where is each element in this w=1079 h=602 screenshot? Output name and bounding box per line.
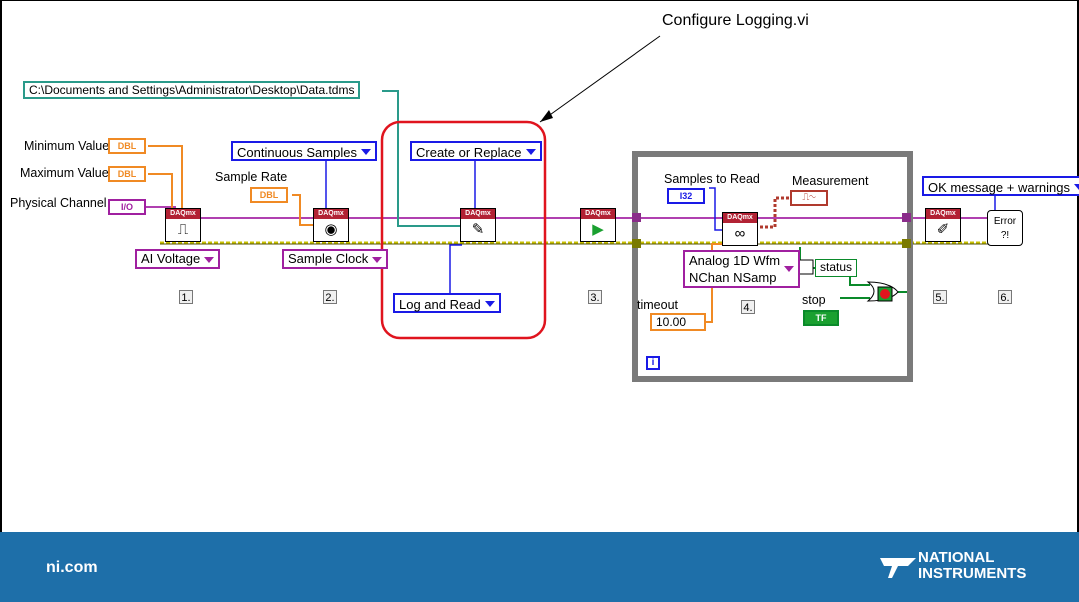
error-handler-icon[interactable]: Error?!	[987, 210, 1023, 246]
analog-wfm-line1: Analog 1D Wfm	[689, 253, 781, 268]
timeout-control[interactable]: 10.00	[650, 313, 706, 331]
physical-channel-control[interactable]: I/O	[108, 199, 146, 215]
samples-to-read-label: Samples to Read	[664, 172, 760, 186]
while-loop	[632, 151, 913, 382]
log-and-read-text: Log and Read	[399, 297, 481, 312]
step-label-1: 1.	[179, 290, 193, 304]
vi-header: DAQmx	[926, 209, 960, 219]
continuous-samples-ring[interactable]: Continuous Samples	[231, 141, 377, 161]
eagle-logo-icon	[880, 558, 916, 578]
samples-to-read-control[interactable]: I32	[667, 188, 705, 204]
max-value-label: Maximum Value	[20, 166, 109, 180]
create-channel-vi[interactable]: DAQmx ⎍	[165, 208, 201, 242]
dropdown-arrow-icon	[484, 301, 495, 307]
max-value-control[interactable]: DBL	[108, 166, 146, 182]
create-or-replace-ring[interactable]: Create or Replace	[410, 141, 542, 161]
eraser-icon: ✐	[936, 221, 950, 238]
sample-rate-wire	[292, 194, 315, 226]
samples-read-wire	[709, 187, 722, 231]
path-wire	[382, 90, 460, 227]
ai-voltage-selector[interactable]: AI Voltage	[135, 249, 221, 269]
annotation-arrow-line	[539, 35, 661, 123]
brand-logo: NATIONAL INSTRUMENTS	[918, 550, 1026, 582]
analog-wfm-line2: NChan NSamp	[689, 270, 777, 285]
max-value-wire	[148, 173, 173, 210]
loop-tunnel-task-out	[902, 213, 911, 222]
timing-vi[interactable]: DAQmx ◉	[313, 208, 349, 242]
vi-header: DAQmx	[723, 213, 757, 223]
loop-tunnel-error-in	[632, 239, 641, 248]
measurement-wire	[760, 196, 790, 229]
footer-bar: ni.com NATIONAL INSTRUMENTS	[0, 532, 1079, 602]
measurement-label: Measurement	[792, 174, 869, 188]
ai-voltage-text: AI Voltage	[141, 251, 201, 266]
continuous-samples-text: Continuous Samples	[237, 145, 357, 160]
vi-header: DAQmx	[166, 209, 200, 219]
file-path-text: C:\Documents and Settings\Administrator\…	[29, 83, 355, 97]
create-channel-icon: ⎍	[177, 221, 189, 238]
step-label-3: 3.	[588, 290, 602, 304]
min-value-control[interactable]: DBL	[108, 138, 146, 154]
stop-button-control[interactable]: TF	[803, 310, 839, 326]
stop-label: stop	[802, 293, 826, 307]
analog-wfm-selector[interactable]: Analog 1D Wfm NChan NSamp	[683, 250, 801, 288]
step-label-6: 6.	[998, 290, 1012, 304]
dropdown-arrow-icon	[204, 257, 215, 263]
annotation-label: Configure Logging.vi	[662, 12, 809, 29]
read-vi[interactable]: DAQmx ∞	[722, 212, 758, 246]
min-value-label: Minimum Value	[24, 139, 110, 153]
loop-tunnel-error-out	[902, 239, 911, 248]
glasses-icon: ∞	[734, 225, 746, 242]
wire-layer: V	[140, 35, 1000, 382]
physical-channel-label: Physical Channel	[10, 196, 107, 210]
min-value-wire	[148, 145, 183, 208]
dropdown-arrow-icon	[1073, 184, 1079, 190]
dropdown-arrow-icon	[372, 257, 383, 263]
brand-line1: NATIONAL	[918, 549, 995, 566]
dropdown-arrow-icon	[784, 266, 795, 272]
file-path-constant[interactable]: C:\Documents and Settings\Administrator\…	[23, 81, 361, 99]
vi-header: DAQmx	[461, 209, 495, 219]
step-label-4: 4.	[741, 300, 755, 314]
annotation-arrow-head	[540, 110, 553, 122]
start-icon: ▶	[592, 221, 604, 238]
vi-header: DAQmx	[581, 209, 615, 219]
highlight-box	[380, 120, 547, 340]
ok-message-text: OK message + warnings	[928, 180, 1070, 195]
measurement-indicator: ⎍∿	[790, 190, 828, 206]
log-read-wire	[449, 244, 462, 294]
step-label-2: 2.	[323, 290, 337, 304]
status-output: status	[815, 259, 858, 277]
log-and-read-ring[interactable]: Log and Read	[393, 293, 501, 313]
loop-tunnel-task-in	[632, 213, 641, 222]
clear-task-vi[interactable]: DAQmx ✐	[925, 208, 961, 242]
sample-clock-selector[interactable]: Sample Clock	[282, 249, 389, 269]
start-task-vi[interactable]: DAQmx ▶	[580, 208, 616, 242]
task-wire	[140, 206, 1000, 219]
site-link[interactable]: ni.com	[46, 559, 98, 576]
clock-icon: ◉	[324, 221, 338, 238]
dropdown-arrow-icon	[360, 149, 371, 155]
loop-iteration-terminal: i	[646, 356, 660, 370]
timeout-label: timeout	[637, 298, 678, 312]
sample-rate-control[interactable]: DBL	[250, 187, 288, 203]
sample-rate-label: Sample Rate	[215, 170, 288, 184]
sample-clock-text: Sample Clock	[288, 251, 369, 266]
dropdown-arrow-icon	[525, 149, 536, 155]
logging-icon: ✎	[471, 221, 485, 238]
step-label-5: 5.	[933, 290, 947, 304]
ok-message-ring[interactable]: OK message + warnings	[922, 176, 1079, 196]
configure-logging-vi[interactable]: DAQmx ✎	[460, 208, 496, 242]
vi-header: DAQmx	[314, 209, 348, 219]
create-or-replace-text: Create or Replace	[416, 145, 522, 160]
brand-line2: INSTRUMENTS	[918, 565, 1027, 582]
